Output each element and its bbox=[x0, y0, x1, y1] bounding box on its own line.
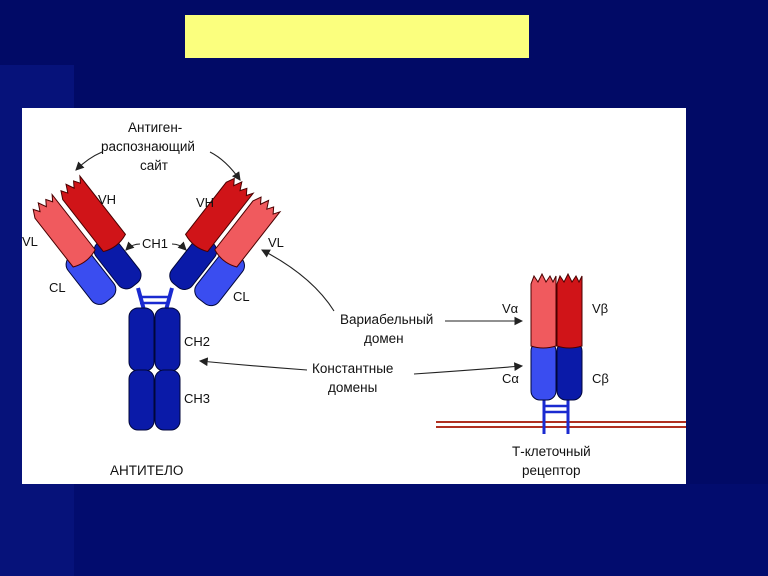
ch2-domain-left bbox=[128, 307, 155, 372]
vh-domain-right bbox=[184, 177, 255, 253]
hinge-left bbox=[136, 287, 146, 311]
arrow-variable-antibody bbox=[261, 249, 335, 312]
annotation-arrows bbox=[75, 151, 524, 375]
ch3-domain-left bbox=[128, 369, 155, 431]
vl-right-label: VL bbox=[268, 235, 284, 250]
vh-domain-left bbox=[60, 174, 127, 253]
c-alpha-domain bbox=[530, 341, 557, 401]
antibody: VH VH VL VL CH1 CL CL CH2 CH3 АНТИТЕЛО А… bbox=[22, 120, 524, 478]
c-alpha-label: Cα bbox=[502, 371, 519, 386]
hinge-right bbox=[164, 287, 174, 311]
cl-left-label: CL bbox=[49, 280, 66, 295]
v-alpha-label: Vα bbox=[502, 301, 519, 316]
vl-domain-right bbox=[214, 196, 282, 268]
fab-left bbox=[32, 174, 142, 305]
v-beta-label: Vβ bbox=[592, 301, 608, 316]
arrow-constant-antibody bbox=[198, 357, 308, 371]
t-cell-receptor: Vα Vβ Cα Cβ Т-клеточный рецептор bbox=[436, 272, 686, 478]
ch3-domain-right bbox=[154, 369, 181, 431]
ch3-label: CH3 bbox=[184, 391, 210, 406]
diagram-canvas: VH VH VL VL CH1 CL CL CH2 CH3 АНТИТЕЛО А… bbox=[22, 120, 686, 478]
arrow-ch1-left bbox=[125, 241, 141, 251]
antibody-label: АНТИТЕЛО bbox=[110, 463, 183, 478]
constant-domains-label-line1: Константные bbox=[312, 361, 393, 376]
background-panel-bottom bbox=[74, 484, 768, 576]
slide-title-box bbox=[185, 15, 529, 58]
variable-domain-label-line1: Вариабельный bbox=[340, 312, 433, 327]
arrow-antigen-left bbox=[75, 151, 103, 171]
cl-right-label: CL bbox=[233, 289, 250, 304]
hinge-disulfide-bonds bbox=[140, 295, 168, 305]
tcr-label-line2: рецептор bbox=[522, 463, 580, 478]
c-beta-label: Cβ bbox=[592, 371, 609, 386]
c-beta-domain bbox=[556, 341, 583, 401]
arrow-ch1-right bbox=[171, 241, 187, 251]
vl-domain-left bbox=[32, 192, 96, 268]
vh-right-label: VH bbox=[196, 195, 214, 210]
ch2-domain-right bbox=[154, 307, 181, 372]
antigen-site-label-line2: распознающий bbox=[101, 139, 195, 154]
arrow-antigen-right bbox=[209, 151, 241, 181]
antibody-tcr-diagram: VH VH VL VL CH1 CL CL CH2 CH3 АНТИТЕЛО А… bbox=[22, 108, 686, 484]
v-alpha-domain bbox=[530, 272, 557, 349]
tcr-label-line1: Т-клеточный bbox=[512, 444, 591, 459]
v-beta-domain bbox=[556, 272, 583, 349]
fab-right bbox=[169, 177, 282, 307]
vl-left-label: VL bbox=[22, 234, 38, 249]
antigen-site-label-line1: Антиген- bbox=[128, 120, 182, 135]
arrow-constant-tcr bbox=[413, 362, 524, 375]
variable-domain-label-line2: домен bbox=[364, 331, 404, 346]
antigen-site-label-line3: сайт bbox=[140, 158, 168, 173]
vh-left-label: VH bbox=[98, 192, 116, 207]
ch1-label: CH1 bbox=[142, 236, 168, 251]
ch2-label: CH2 bbox=[184, 334, 210, 349]
constant-domains-label-line2: домены bbox=[328, 380, 377, 395]
